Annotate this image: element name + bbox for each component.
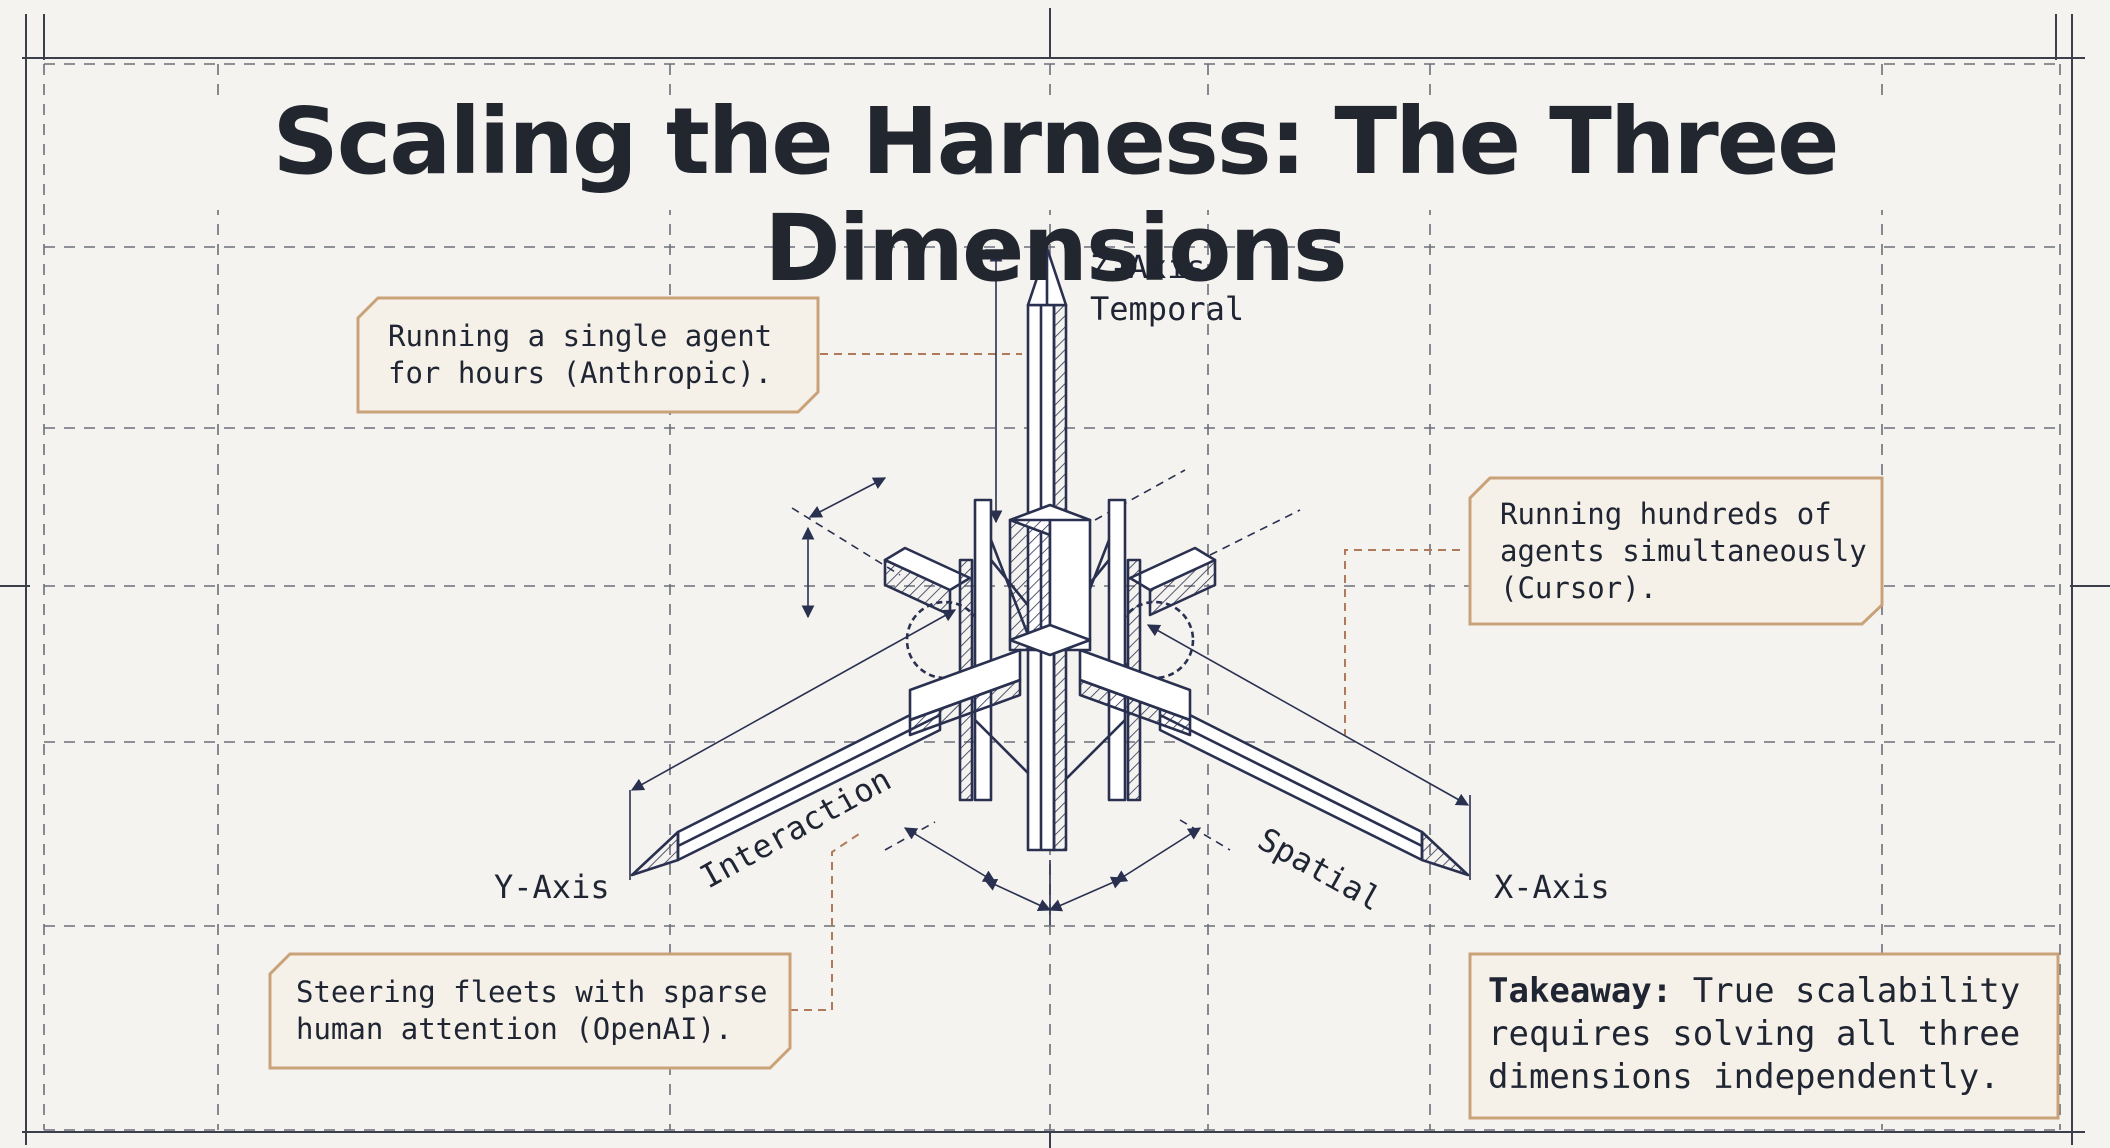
callout-interaction-text: Steering fleets with sparse human attent… bbox=[296, 975, 768, 1046]
page-frame bbox=[0, 8, 2110, 1148]
dimension-lines bbox=[629, 248, 1471, 925]
axis-frame-structure bbox=[630, 246, 1470, 877]
title-backdrop bbox=[100, 100, 2000, 210]
takeaway-callout: Takeaway: True scalability requires solv… bbox=[1488, 970, 2020, 1099]
callout-box-interaction bbox=[268, 952, 792, 1070]
callout-boxes bbox=[268, 296, 2060, 1120]
z-axis-dimension-label: Temporal bbox=[1090, 290, 1245, 328]
callout-box-takeaway bbox=[1468, 952, 2060, 1120]
callout-box-temporal bbox=[356, 296, 820, 414]
takeaway-text: True scalability requires solving all th… bbox=[1488, 971, 2021, 1097]
takeaway-label: Takeaway: bbox=[1488, 971, 1673, 1011]
callout-box-spatial bbox=[1468, 476, 1884, 626]
y-axis-label: Y-Axis bbox=[494, 868, 610, 906]
z-axis-label: Z-Axis bbox=[1090, 248, 1206, 286]
y-axis-tip bbox=[630, 830, 680, 877]
x-axis-tip bbox=[1420, 830, 1470, 877]
page-title: Scaling the Harness: The Three Dimension… bbox=[272, 88, 1839, 302]
x-axis-label: X-Axis bbox=[1494, 868, 1610, 906]
callout-spatial-text: Running hundreds of agents simultaneousl… bbox=[1500, 497, 1867, 605]
callout-temporal-text: Running a single agent for hours (Anthro… bbox=[388, 319, 773, 390]
